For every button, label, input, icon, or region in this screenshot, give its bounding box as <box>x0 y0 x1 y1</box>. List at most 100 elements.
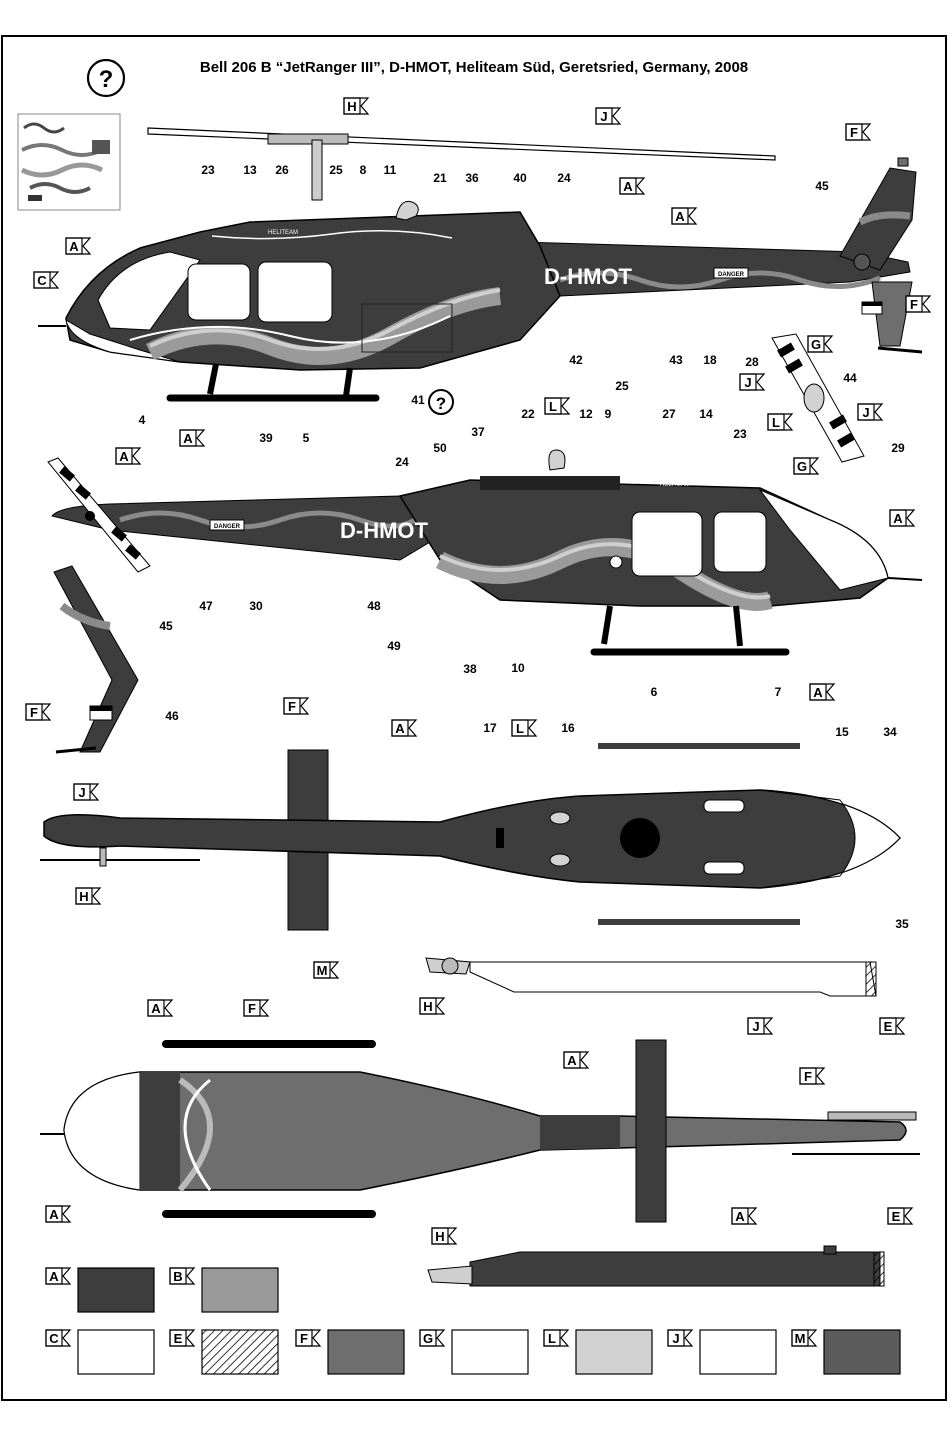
callout-side2-30: 30 <box>249 599 263 613</box>
flag-J-13: J <box>857 403 884 421</box>
flag-L-22: L <box>511 719 538 737</box>
callout-side1-8: 8 <box>360 163 367 177</box>
flag-A-21: A <box>391 719 418 737</box>
callout-side2-10: 10 <box>511 661 525 675</box>
svg-text:L: L <box>549 399 557 414</box>
callout-side2-7: 7 <box>775 685 782 699</box>
legend-swatch-G: G <box>419 1329 529 1375</box>
flag-J-26: J <box>747 1017 774 1035</box>
flag-A-10: A <box>179 429 206 447</box>
flag-L-11: L <box>544 397 571 415</box>
svg-text:L: L <box>772 415 780 430</box>
flag-A-15: A <box>115 447 142 465</box>
svg-text:L: L <box>516 721 524 736</box>
callout-side1-13: 13 <box>243 163 257 177</box>
flag-J-20: J <box>73 783 100 801</box>
svg-text:J: J <box>752 1019 759 1034</box>
callout-side1-29: 29 <box>891 441 905 455</box>
flag-J-1: J <box>595 107 622 125</box>
help-icon-small: ? <box>428 389 454 415</box>
svg-text:J: J <box>862 405 869 420</box>
callout-side2-45: 45 <box>159 619 173 633</box>
callout-top-16: 16 <box>561 721 575 735</box>
flag-A-30: A <box>563 1051 590 1069</box>
legend-flag-M: M <box>791 1329 818 1347</box>
flag-A-32: A <box>45 1205 72 1223</box>
callout-top-15: 15 <box>835 725 849 739</box>
callout-side1-5: 5 <box>303 431 310 445</box>
flag-E-35: E <box>887 1207 914 1225</box>
danger-label-right: DANGER <box>214 524 241 530</box>
callout-side1-41: 41 <box>411 393 425 407</box>
callout-side1-40: 40 <box>513 171 527 185</box>
svg-text:G: G <box>811 337 821 352</box>
legend-swatch-E: E <box>169 1329 279 1375</box>
legend-swatch-B: B <box>169 1267 279 1313</box>
svg-text:?: ? <box>99 66 114 93</box>
callout-side1-43: 43 <box>669 353 683 367</box>
legend-swatch-M: M <box>791 1329 901 1375</box>
flag-F-29: F <box>243 999 270 1017</box>
flag-F-7: F <box>905 295 932 313</box>
svg-text:A: A <box>49 1269 59 1284</box>
svg-text:F: F <box>850 125 858 140</box>
callout-side2-23: 23 <box>733 427 747 441</box>
top-view <box>40 743 902 931</box>
svg-text:F: F <box>248 1001 256 1016</box>
registration-right: D-HMOT <box>340 518 429 543</box>
flag-H-0: H <box>343 97 370 115</box>
legend-flag-G: G <box>419 1329 446 1347</box>
flag-F-19: F <box>283 697 310 715</box>
heliteam-logo-left: HELITEAM <box>268 230 298 236</box>
flag-A-17: A <box>809 683 836 701</box>
svg-text:F: F <box>910 297 918 312</box>
callout-side2-6: 6 <box>651 685 658 699</box>
callout-side1-25: 25 <box>329 163 343 177</box>
svg-text:A: A <box>567 1053 577 1068</box>
svg-text:J: J <box>600 109 607 124</box>
page-title: Bell 206 B “JetRanger III”, D-HMOT, Heli… <box>200 59 748 76</box>
svg-text:J: J <box>744 375 751 390</box>
callout-side2-37: 37 <box>471 425 485 439</box>
svg-text:?: ? <box>436 394 446 413</box>
svg-text:J: J <box>78 785 85 800</box>
callout-side1-11: 11 <box>384 163 397 177</box>
callout-side2-48: 48 <box>367 599 381 613</box>
svg-text:A: A <box>735 1209 745 1224</box>
svg-text:H: H <box>347 99 356 114</box>
flag-E-27: E <box>879 1017 906 1035</box>
legend-swatch-F: F <box>295 1329 405 1375</box>
svg-text:E: E <box>174 1331 183 1346</box>
callout-side2-12: 12 <box>579 407 593 421</box>
legend-flag-A: A <box>45 1267 72 1285</box>
callout-top-35: 35 <box>895 917 909 931</box>
callout-side1-26: 26 <box>275 163 289 177</box>
svg-text:J: J <box>672 1331 679 1346</box>
callout-side2-49: 49 <box>387 639 401 653</box>
decal-sheet-thumbnail <box>17 113 121 211</box>
callout-side1-44: 44 <box>843 371 857 385</box>
callout-side2-9: 9 <box>605 407 612 421</box>
flag-J-9: J <box>739 373 766 391</box>
svg-text:A: A <box>183 431 193 446</box>
legend-swatch-J: J <box>667 1329 777 1375</box>
callout-side1-42: 42 <box>569 353 583 367</box>
callout-side1-39: 39 <box>259 431 273 445</box>
svg-text:E: E <box>884 1019 893 1034</box>
flag-A-2: A <box>619 177 646 195</box>
svg-text:M: M <box>317 963 328 978</box>
legend-swatch-A: A <box>45 1267 155 1313</box>
callout-side2-46: 46 <box>165 709 179 723</box>
danger-label-left: DANGER <box>718 272 745 278</box>
flag-L-12: L <box>767 413 794 431</box>
svg-text:E: E <box>892 1209 901 1224</box>
legend-flag-B: B <box>169 1267 196 1285</box>
svg-text:H: H <box>423 999 432 1014</box>
svg-text:C: C <box>49 1331 59 1346</box>
flag-A-16: A <box>889 509 916 527</box>
legend-flag-E: E <box>169 1329 196 1347</box>
callout-side1-21: 21 <box>433 171 447 185</box>
legend-flag-L: L <box>543 1329 570 1347</box>
